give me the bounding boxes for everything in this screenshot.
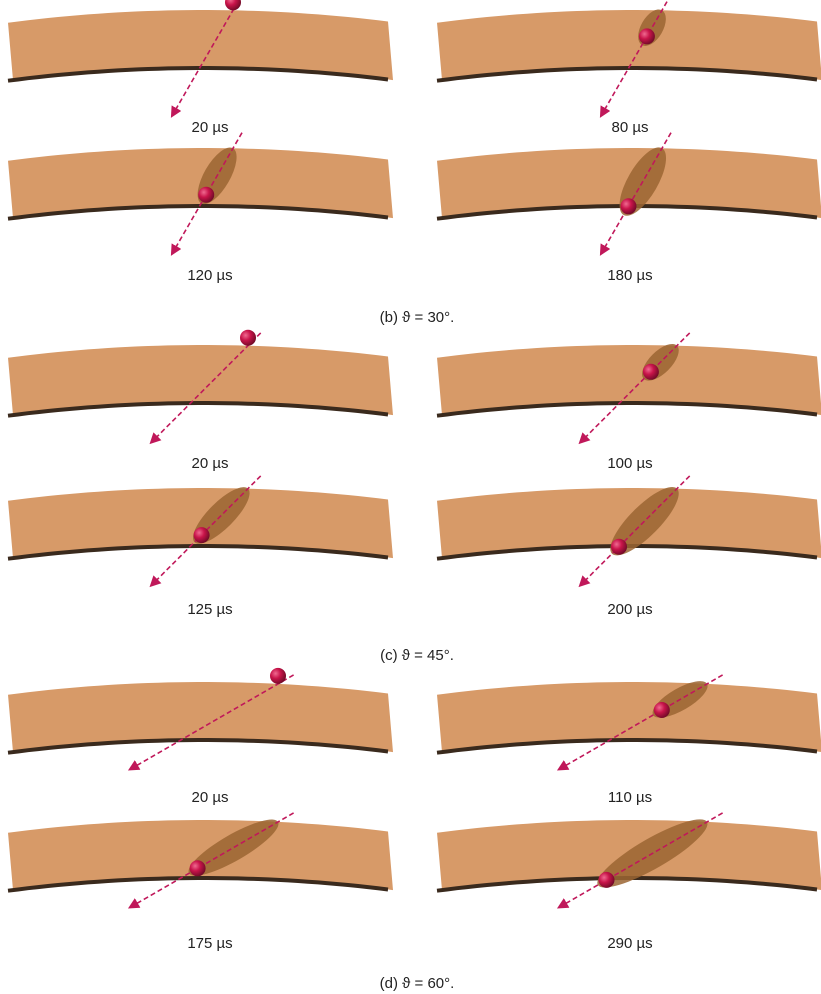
frame-time-label: 120 µs bbox=[187, 267, 232, 284]
projectile bbox=[190, 860, 206, 876]
panel-c: 20 µs 100 µs 125 µs 200 µs (c) ϑ = 45°. bbox=[8, 330, 821, 664]
frame-time-label: 80 µs bbox=[612, 119, 649, 136]
projectile bbox=[240, 330, 256, 346]
frame-b-2 bbox=[437, 0, 821, 116]
frame-d-3 bbox=[8, 811, 393, 908]
frame-d-4 bbox=[437, 809, 821, 907]
frame-time-label: 20 µs bbox=[192, 789, 229, 806]
frame-d-2 bbox=[437, 674, 821, 769]
projectile bbox=[198, 187, 214, 203]
projectile bbox=[639, 28, 655, 44]
projectile bbox=[654, 702, 670, 718]
projectile bbox=[611, 539, 627, 555]
frame-time-label: 100 µs bbox=[607, 455, 652, 472]
frame-c-2 bbox=[437, 333, 821, 443]
frame-time-label: 110 µs bbox=[608, 789, 652, 806]
frame-time-label: 20 µs bbox=[192, 119, 229, 136]
panel-caption: (d) ϑ = 60°. bbox=[380, 975, 455, 992]
panel-caption: (b) ϑ = 30°. bbox=[380, 309, 455, 326]
frame-c-1 bbox=[8, 330, 393, 443]
projectile bbox=[621, 198, 637, 214]
projectile bbox=[643, 364, 659, 380]
frame-time-label: 20 µs bbox=[192, 455, 229, 472]
frame-time-label: 200 µs bbox=[607, 601, 652, 618]
frame-time-label: 175 µs bbox=[187, 935, 232, 952]
projectile bbox=[194, 527, 210, 543]
frame-c-3 bbox=[8, 476, 393, 586]
projectile bbox=[270, 668, 286, 684]
frame-d-1 bbox=[8, 668, 393, 770]
frame-time-label: 125 µs bbox=[187, 601, 232, 618]
frame-time-label: 180 µs bbox=[607, 267, 652, 284]
frame-b-1 bbox=[8, 0, 393, 116]
panel-caption: (c) ϑ = 45°. bbox=[380, 647, 454, 664]
frame-b-4 bbox=[437, 133, 821, 254]
frame-time-label: 290 µs bbox=[607, 935, 652, 952]
frame-b-3 bbox=[8, 133, 393, 254]
panel-b: 20 µs 80 µs 120 µs 180 µs (b) ϑ = 30°. bbox=[8, 0, 821, 326]
panel-d: 20 µs 110 µs 175 µs 290 µs (d) ϑ = 60°. bbox=[8, 668, 821, 992]
projectile bbox=[599, 872, 615, 888]
projectile bbox=[225, 0, 241, 10]
frame-c-4 bbox=[437, 476, 821, 586]
